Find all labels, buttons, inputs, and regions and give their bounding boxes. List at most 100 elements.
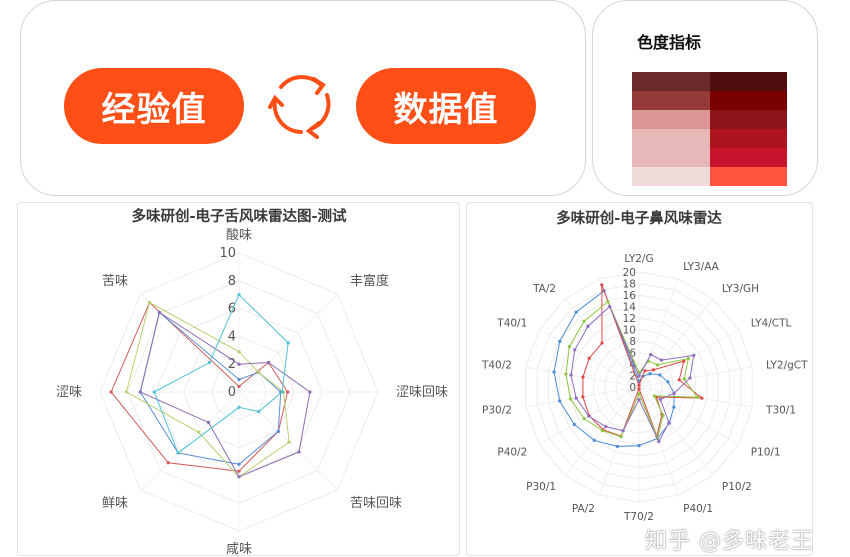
data-point (672, 405, 676, 409)
data-point (138, 390, 142, 394)
axis-label: TA/2 (532, 283, 556, 295)
tick-label: 20 (623, 267, 636, 279)
data-point (564, 372, 568, 376)
color-swatch (709, 72, 787, 91)
axis-label: 涩味 (56, 385, 82, 400)
e-nose-radar-chart: 多味研创-电子鼻风味雷达02468101214161820LY2/GLY3/AA… (481, 209, 808, 523)
color-swatch (709, 148, 787, 167)
chart-title: 多味研创-电子鼻风味雷达 (556, 209, 722, 227)
axis-label: 鲜味 (102, 496, 128, 511)
tick-label: 0 (228, 385, 236, 400)
axis-label: T40/2 (481, 360, 512, 372)
data-point (558, 339, 562, 343)
grid-spoke (140, 391, 240, 491)
data-point (592, 438, 596, 442)
axis-label: LY3/AA (683, 261, 720, 273)
tick-label: 2 (228, 357, 236, 372)
concept-card: 经验值 数据值 (20, 0, 586, 196)
axis-label: LY2/G (624, 253, 653, 265)
tick-label: 8 (228, 274, 236, 289)
data-point (569, 373, 573, 377)
data-point (649, 352, 653, 357)
data-point (652, 394, 657, 398)
color-swatch (632, 72, 710, 91)
data-point (572, 422, 576, 426)
data-point (286, 390, 290, 394)
data-point (257, 370, 261, 374)
tick-label: 12 (623, 313, 636, 325)
data-point (166, 461, 170, 465)
data-point (686, 356, 690, 361)
data-point (567, 345, 571, 349)
tick-label: 8 (629, 336, 636, 348)
data-point (682, 359, 686, 363)
data-point (287, 440, 291, 444)
data-point (658, 373, 662, 377)
data-point (637, 374, 641, 378)
color-swatch (632, 91, 710, 110)
data-point (657, 439, 661, 444)
color-swatch (709, 110, 787, 129)
axis-label: 涩味回味 (396, 385, 448, 400)
axis-label: P10/1 (751, 447, 781, 459)
data-point (237, 469, 241, 473)
color-swatch-grid (632, 72, 787, 186)
axis-label: P30/2 (482, 404, 512, 416)
data-point (651, 368, 656, 372)
data-point (604, 425, 608, 429)
tick-label: 10 (219, 246, 236, 261)
data-point (637, 444, 641, 448)
color-swatch (709, 167, 787, 186)
data-point (700, 396, 704, 400)
axis-label: 丰富度 (350, 273, 389, 289)
data-point (109, 390, 113, 394)
data-point (637, 387, 641, 391)
grid-spoke (638, 366, 753, 388)
data-point (308, 390, 312, 394)
data-point (237, 293, 241, 297)
data-point (586, 324, 590, 328)
data-point (692, 353, 696, 357)
tick-label: 0 (629, 382, 636, 394)
data-point (582, 319, 586, 323)
data-point (615, 444, 619, 449)
data-point (581, 395, 585, 399)
tick-label: 14 (623, 302, 637, 314)
chart-title: 多味研创-电子舌风味雷达图-测试 (131, 207, 347, 225)
data-point (574, 310, 578, 314)
axis-label: LY3/GH (722, 283, 759, 295)
cycle-arrows-icon (268, 75, 331, 139)
data-point (637, 392, 641, 396)
data-point (297, 450, 301, 454)
data-point (280, 390, 284, 394)
data-point (666, 380, 670, 384)
data-point (600, 341, 604, 345)
data-point (682, 377, 686, 381)
axis-label: PA/2 (572, 503, 595, 515)
data-point (606, 300, 610, 304)
series-line (125, 301, 290, 478)
grid-spoke (638, 278, 679, 388)
data-point (637, 398, 641, 402)
data-point (587, 356, 591, 360)
data-point (237, 377, 241, 382)
data-point (688, 376, 692, 380)
axis-label: 苦味回味 (350, 495, 402, 511)
axis-label: LY4/CTL (751, 318, 792, 330)
data-point (286, 341, 290, 345)
data-point (581, 375, 585, 379)
color-swatch (709, 91, 787, 110)
data-point (124, 390, 129, 394)
data-point (677, 378, 681, 382)
data-point (667, 421, 671, 425)
axis-label: P30/1 (526, 481, 556, 493)
data-point (568, 397, 573, 401)
data-point (600, 429, 605, 433)
axis-label: T40/1 (496, 318, 527, 330)
data-point (695, 395, 699, 399)
data-point (237, 384, 241, 389)
axis-label: LY2/gCT (766, 360, 808, 372)
e-tongue-radar-chart: 多味研创-电子舌风味雷达图-测试0246810酸味丰富度涩味回味苦味回味咸味鲜味… (56, 207, 448, 557)
data-point (197, 430, 201, 434)
